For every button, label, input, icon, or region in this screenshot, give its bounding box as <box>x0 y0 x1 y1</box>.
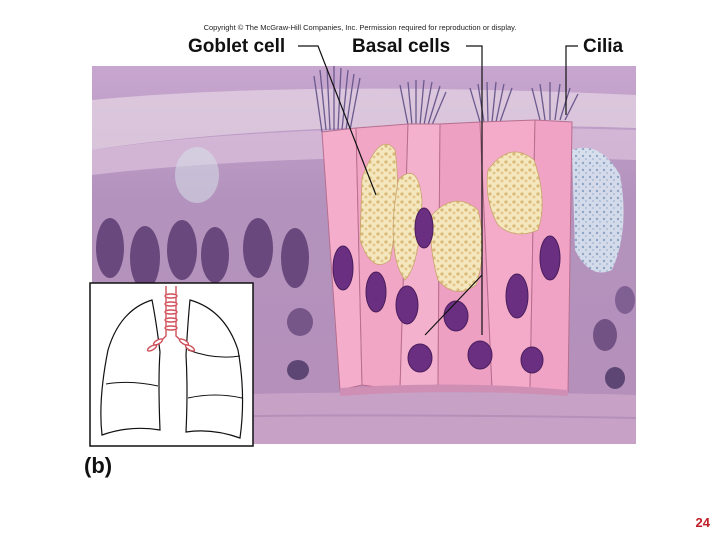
trachea <box>146 286 196 352</box>
page-number: 24 <box>695 515 710 530</box>
cell-nuclei <box>332 207 561 374</box>
goblet-cell-label: Goblet cell <box>188 36 286 57</box>
lung-inset <box>89 282 254 447</box>
copyright-notice: Copyright © The McGraw-Hill Companies, I… <box>203 23 517 32</box>
leader-lines <box>298 45 578 336</box>
basal-cells-label: Basal cells <box>352 36 451 57</box>
illustrated-epithelium <box>313 66 624 396</box>
panel-label: (b) <box>84 453 113 478</box>
cilia-label: Cilia <box>583 36 624 57</box>
cilia-strands <box>313 66 579 133</box>
